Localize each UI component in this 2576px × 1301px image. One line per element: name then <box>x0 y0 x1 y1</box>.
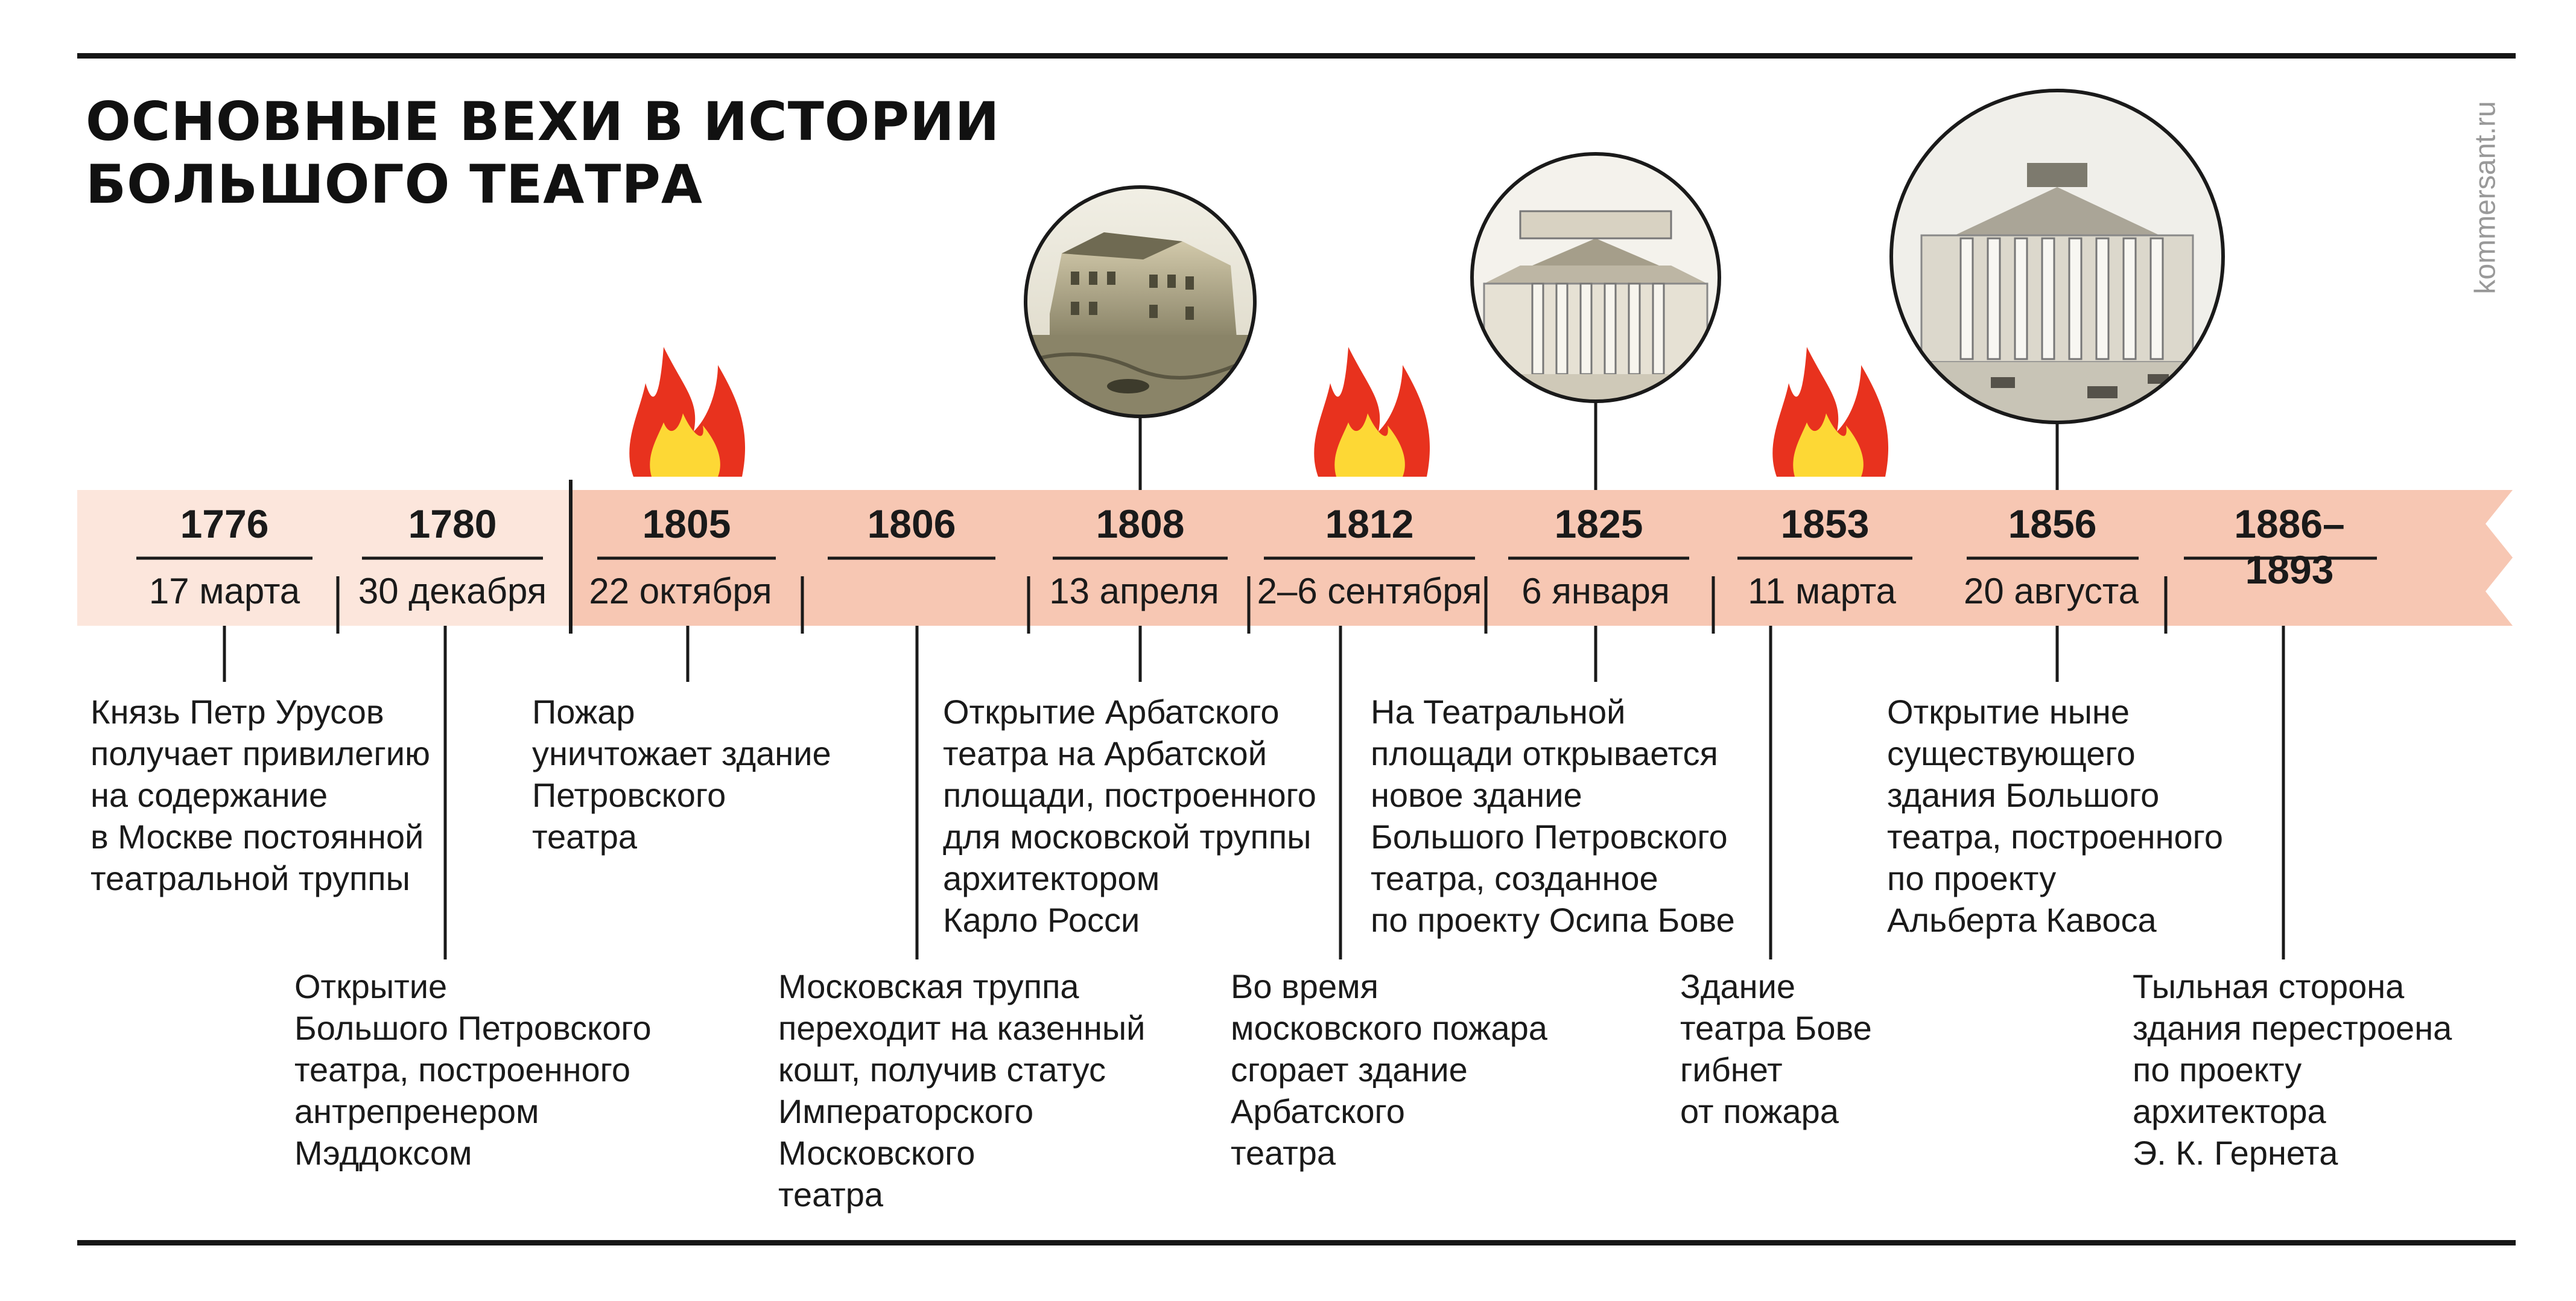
desc-line: театра <box>532 818 638 856</box>
desc-line: Открытие <box>294 967 448 1005</box>
desc-line: сгорает здание <box>1231 1051 1468 1089</box>
desc-line: театра, построенного <box>1887 818 2224 856</box>
desc-line: Тыльная сторона <box>2133 967 2405 1005</box>
desc-line: Императорского <box>778 1092 1034 1130</box>
desc-line: новое здание <box>1371 776 1582 814</box>
connectors <box>223 401 2285 959</box>
desc-line: театра Бове <box>1680 1009 1872 1047</box>
desc-line: театра <box>1231 1134 1336 1172</box>
arbat-theatre-engraving <box>1024 185 1257 418</box>
desc-line: уничтожает здание <box>532 734 831 772</box>
year-1856: 1856 <box>2008 501 2097 546</box>
desc-line: получает привилегию <box>90 734 431 772</box>
desc-line: Пожар <box>532 693 635 731</box>
desc-line: Здание <box>1680 967 1795 1005</box>
date-1825: 6 января <box>1521 571 1670 611</box>
title-line-2: БОЛЬШОГО ТЕАТРА <box>86 153 703 215</box>
desc-line: Большого Петровского <box>1371 818 1728 856</box>
title-line-1: ОСНОВНЫЕ ВЕХИ В ИСТОРИИ <box>86 91 1000 153</box>
fire-icon-1805 <box>629 347 746 477</box>
desc-line: здания перестроена <box>2133 1009 2452 1047</box>
desc-line: по проекту <box>1887 859 2057 897</box>
desc-line: Московского <box>778 1134 976 1172</box>
desc-line: театра, созданное <box>1371 859 1658 897</box>
desc-line: Большого Петровского <box>294 1009 652 1047</box>
desc-line: театра на Арбатской <box>943 734 1267 772</box>
desc-line: Князь Петр Урусов <box>90 693 384 731</box>
fire-icon-1853 <box>1772 347 1889 477</box>
top-rule <box>77 53 2516 59</box>
year-1806: 1806 <box>867 501 956 546</box>
desc-line: театра, построенного <box>294 1051 631 1089</box>
date-1808: 13 апреля <box>1049 571 1219 611</box>
desc-line: здания Большого <box>1887 776 2160 814</box>
date-1856: 20 августа <box>1963 571 2139 611</box>
desc-line: Арбатского <box>1231 1092 1405 1130</box>
desc-line: московского пожара <box>1231 1009 1547 1047</box>
year-1805: 1805 <box>642 501 731 546</box>
date-1812: 2–6 сентября <box>1257 571 1482 611</box>
desc-1886-1893: Тыльная сторона здания перестроена по прое… <box>2133 965 2452 1174</box>
desc-line: для московской труппы <box>943 818 1312 856</box>
desc-line: Альберта Кавоса <box>1887 901 2157 939</box>
year-1808: 1808 <box>1096 501 1185 546</box>
desc-line: Карло Росси <box>943 901 1140 939</box>
desc-line: от пожара <box>1680 1092 1839 1130</box>
desc-1806: Московская труппа переходит на казенный ко… <box>778 965 1145 1215</box>
bove-theatre-engraving <box>1470 152 1721 403</box>
desc-line: На Театральной <box>1371 693 1626 731</box>
desc-line: переходит на казенный <box>778 1009 1146 1047</box>
desc-line: Открытие ныне <box>1887 693 2130 731</box>
date-1805: 22 октября <box>589 571 772 611</box>
desc-line: театра <box>778 1175 884 1214</box>
year-1776: 1776 <box>180 501 269 546</box>
fire-icon-1812 <box>1314 347 1430 477</box>
page-title: ОСНОВНЫЕ ВЕХИ В ИСТОРИИ БОЛЬШОГО ТЕАТРА <box>86 91 1000 216</box>
separator-ticks <box>336 576 2168 634</box>
desc-line: кошт, получив статус <box>778 1051 1106 1089</box>
date-1776: 17 марта <box>148 571 300 611</box>
desc-line: гибнет <box>1680 1051 1783 1089</box>
desc-line: по проекту <box>2133 1051 2302 1089</box>
year-1853: 1853 <box>1780 501 1870 546</box>
desc-line: театральной труппы <box>90 859 410 897</box>
desc-1812: Во время московского пожара сгорает здание… <box>1231 965 1547 1174</box>
desc-line: в Москве постоянной <box>90 818 424 856</box>
desc-line: площади, построенного <box>943 776 1316 814</box>
bottom-rule <box>77 1240 2516 1245</box>
desc-line: по проекту Осипа Бове <box>1371 901 1735 939</box>
year-1780: 1780 <box>408 501 497 546</box>
desc-line: на содержание <box>90 776 328 814</box>
desc-line: Э. К. Гернета <box>2133 1134 2338 1172</box>
desc-line: Во время <box>1231 967 1378 1005</box>
date-1780: 30 декабря <box>358 571 547 611</box>
desc-line: антрепренером <box>294 1092 539 1130</box>
desc-line: архитектором <box>943 859 1160 897</box>
year-1825: 1825 <box>1554 501 1643 546</box>
desc-line: Петровского <box>532 776 726 814</box>
year-1886-1893: 1886–1893 <box>2234 501 2345 592</box>
bolshoi-theatre-engraving <box>1889 89 2225 424</box>
date-1853: 11 марта <box>1748 571 1896 611</box>
desc-line: Мэддоксом <box>294 1134 472 1172</box>
desc-line: Открытие Арбатского <box>943 693 1280 731</box>
desc-line: существующего <box>1887 734 2136 772</box>
desc-line: площади открывается <box>1371 734 1718 772</box>
desc-line: Московская труппа <box>778 967 1079 1005</box>
desc-line: архитектора <box>2133 1092 2326 1130</box>
year-1812: 1812 <box>1325 501 1414 546</box>
